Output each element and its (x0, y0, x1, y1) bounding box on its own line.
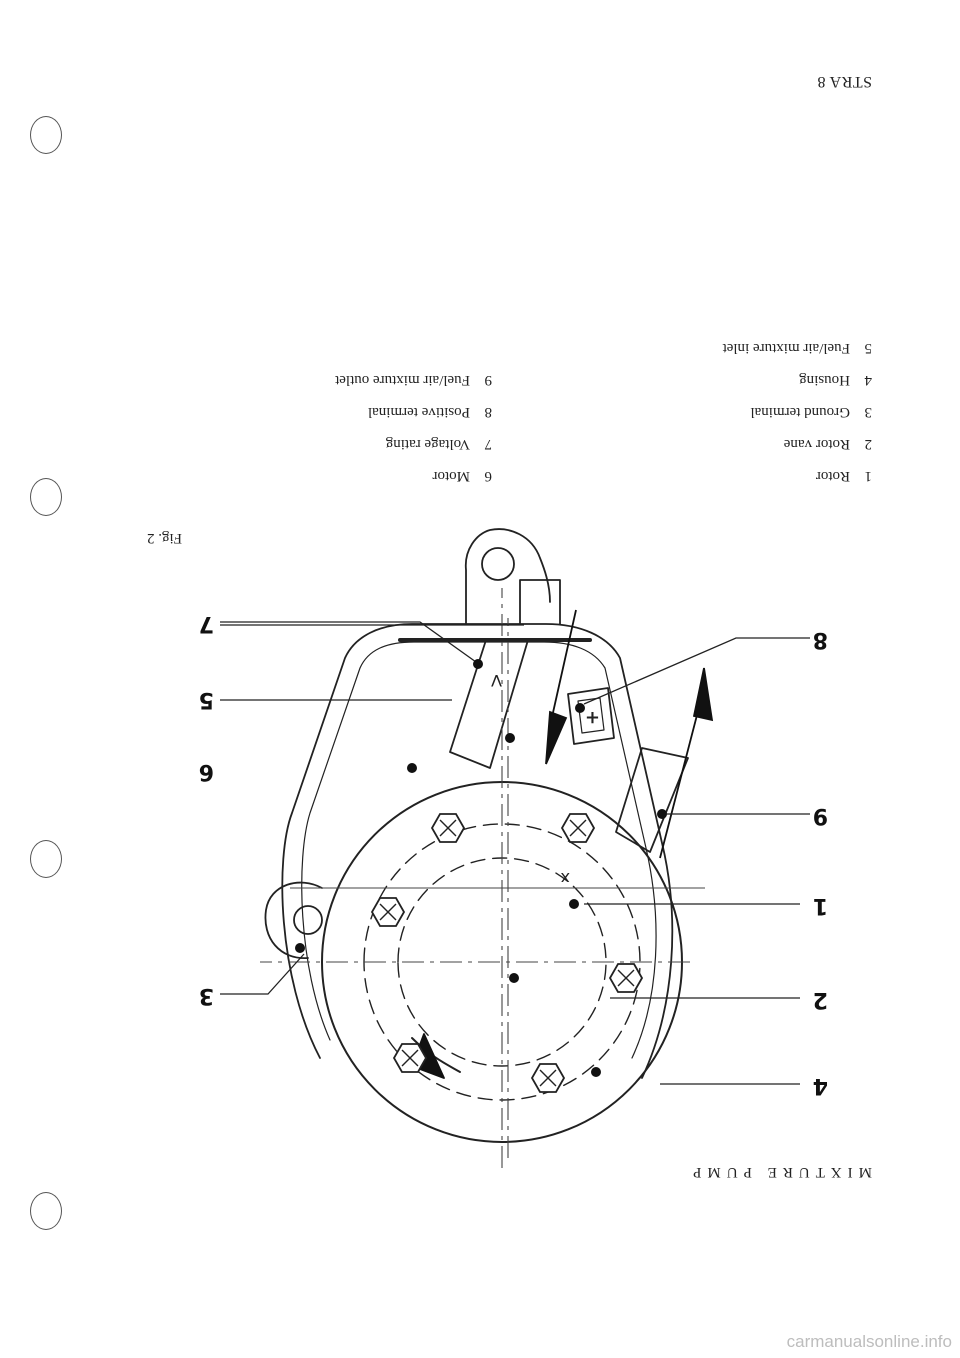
callout-2: 2 (812, 987, 828, 1012)
watermark: carmanualsonline.info (786, 1332, 952, 1351)
binder-hole-top (30, 116, 62, 154)
motor-body-outline (281, 623, 674, 1079)
hex-bolt-6 (393, 1043, 427, 1073)
motor-body-inner-outline (301, 641, 657, 1059)
callout-3: 3 (198, 983, 214, 1008)
leader-line-8 (583, 637, 810, 705)
rotation-mark-label: x (560, 869, 570, 888)
leader-line-3 (220, 953, 305, 995)
leader-dot-7 (473, 659, 483, 669)
hex-bolt-5 (531, 1063, 565, 1093)
voltage-mark-label: V (491, 671, 502, 690)
callout-4: 4 (812, 1073, 828, 1098)
leader-dot-5 (505, 733, 515, 743)
ground-lug-outline (264, 881, 323, 959)
positive-terminal-box (567, 687, 615, 745)
leader-line-7 (220, 621, 477, 663)
binder-hole-upper-mid (30, 478, 62, 516)
hex-bolt-3 (561, 813, 595, 843)
leader-dot-2 (509, 973, 519, 983)
leader-dot-4 (591, 1067, 601, 1077)
binder-hole-lower-mid (30, 840, 62, 878)
callout-8: 8 (812, 627, 828, 652)
positive-terminal-inner (577, 697, 605, 734)
ground-lug-hole (293, 905, 323, 935)
leader-dot-9 (657, 809, 667, 819)
leader-dot-6 (407, 763, 417, 773)
inlet-flow-arrowhead (545, 710, 568, 765)
leader-dot-3 (295, 943, 305, 953)
voltage-tab-hole (481, 547, 515, 581)
mount-block-left-post (519, 579, 561, 625)
leader-dot-8 (575, 703, 585, 713)
hex-bolt-4 (609, 963, 643, 993)
callout-7: 7 (198, 611, 214, 636)
outlet-pipe (615, 747, 689, 853)
inlet-flow-line (549, 609, 577, 727)
hex-bolt-1 (371, 897, 405, 927)
callout-6: 6 (198, 759, 214, 784)
voltage-tab-outline (464, 528, 551, 625)
inlet-pipe (449, 639, 529, 769)
leader-dot-1 (569, 899, 579, 909)
callout-5: 5 (198, 687, 214, 712)
hex-bolt-2 (431, 813, 465, 843)
positive-mark-label: + (584, 707, 600, 728)
callout-9: 9 (812, 803, 828, 828)
rotation-arc (411, 1037, 461, 1073)
outlet-flow-arrowhead (692, 667, 714, 722)
binder-hole-bottom (30, 1192, 62, 1230)
callout-1: 1 (812, 893, 828, 918)
